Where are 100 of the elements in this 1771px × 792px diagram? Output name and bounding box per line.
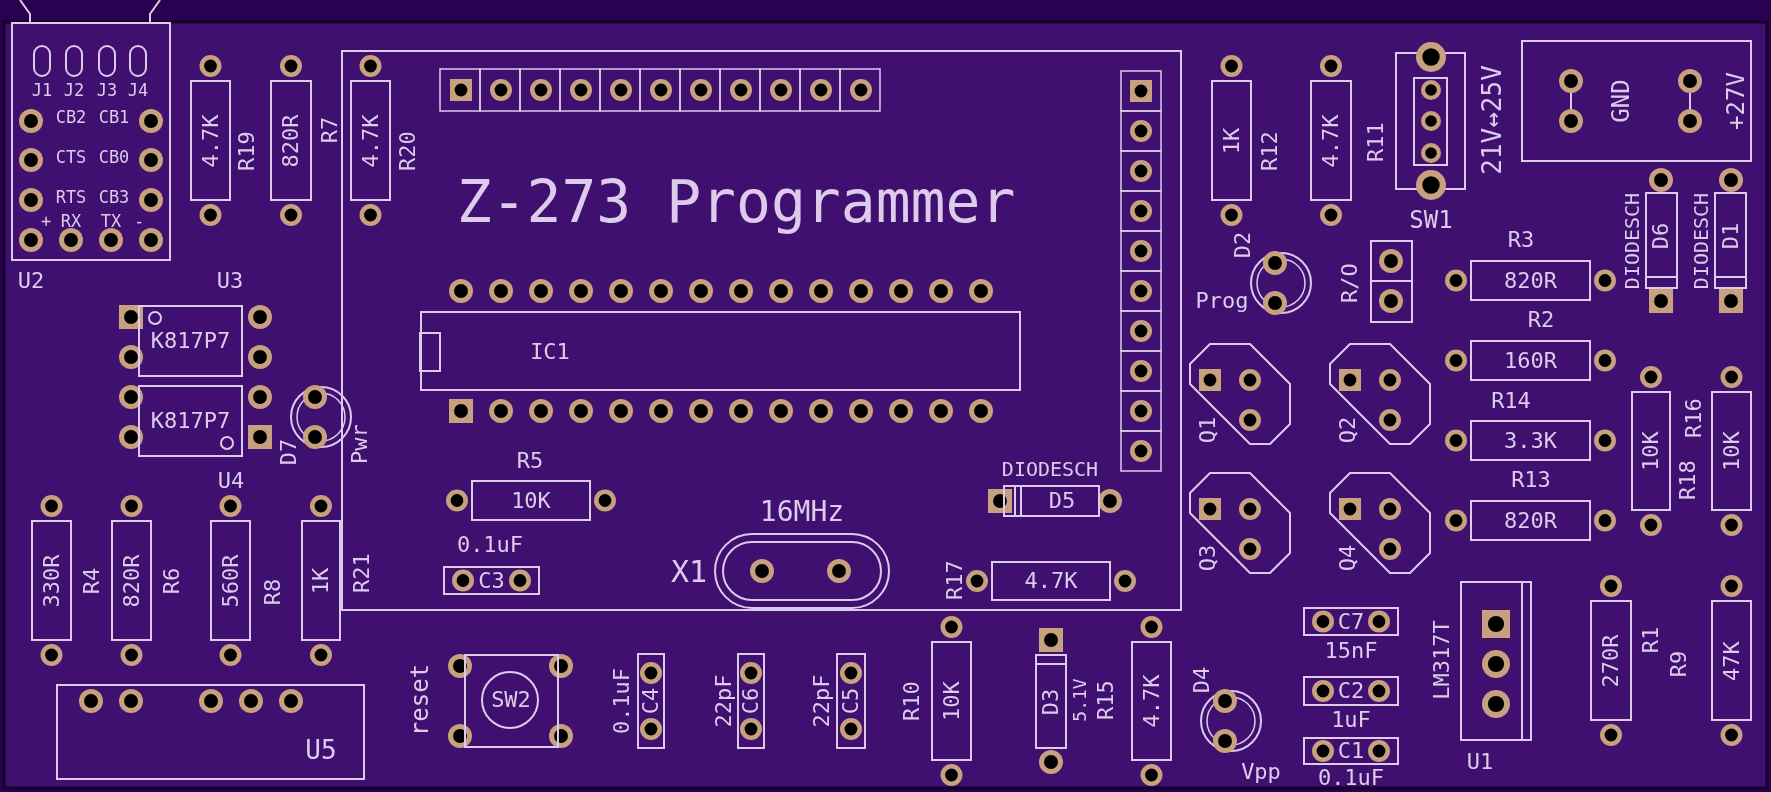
part-text: C4 <box>640 687 662 715</box>
board-outline <box>341 50 1182 611</box>
resistor-outline <box>1211 80 1252 201</box>
part-text: C3 <box>478 569 505 592</box>
part-text: TX <box>100 212 122 230</box>
designator-label: 0.1uF <box>456 534 524 556</box>
silkscreen-label: D7 <box>278 438 300 466</box>
part-text: C2 <box>1337 680 1365 702</box>
part-text: 820R <box>1504 509 1557 532</box>
designator-label: U1 <box>1466 751 1494 773</box>
silkscreen-label: 21V↔25V <box>1479 65 1505 175</box>
silkscreen-label: Vpp <box>1241 761 1281 783</box>
part-text: 3.3K <box>1504 429 1557 452</box>
part-text: D5 <box>1048 490 1076 512</box>
part-text: 4.7K <box>1140 674 1163 728</box>
silkscreen-label: Pwr <box>349 424 371 464</box>
part-text: C5 <box>840 687 862 715</box>
designator-label: R1 <box>1640 626 1662 654</box>
part-text: 10K <box>940 681 963 721</box>
designator-label: R11 <box>1365 122 1387 162</box>
regulator-outline <box>1460 581 1532 741</box>
silkscreen-label: Q4 <box>1337 544 1359 572</box>
designator-label: R6 <box>161 567 183 595</box>
designator-label: R2 <box>1527 309 1555 331</box>
resistor-outline <box>301 520 341 641</box>
resistor-outline <box>1470 260 1591 301</box>
switch-outline <box>464 654 559 748</box>
resistor-outline <box>1590 600 1632 721</box>
designator-label: U4 <box>217 470 245 492</box>
part-text: +27V <box>1724 72 1748 130</box>
part-text: GND <box>1609 79 1633 123</box>
silkscreen-label: 16MHz <box>759 498 845 526</box>
resistor-outline <box>991 561 1111 601</box>
designator-label: U3 <box>216 270 244 292</box>
part-text: 10K <box>1640 431 1662 471</box>
capacitor-outline <box>737 653 765 749</box>
designator-label: 1uF <box>1331 709 1371 731</box>
resistor-outline <box>31 520 72 641</box>
part-text: U5 <box>305 737 337 763</box>
part-text: 4.7K <box>199 114 222 167</box>
designator-label: reset <box>408 663 432 737</box>
resistor-outline <box>350 80 391 201</box>
part-text: + <box>40 212 52 230</box>
part-text: D6 <box>1650 222 1672 250</box>
part-text: CB3 <box>98 188 130 206</box>
designator-label: R10 <box>901 681 923 721</box>
designator-label: R4 <box>81 567 103 595</box>
designator-label: R9 <box>1668 650 1690 678</box>
diode-outline <box>1645 192 1678 289</box>
part-text: K817P7 <box>150 410 231 432</box>
part-text: 270R <box>1600 634 1622 687</box>
resistor-outline <box>1310 80 1352 201</box>
part-text: CB2 <box>55 108 87 126</box>
connector-outline <box>11 22 171 261</box>
diode-outline <box>1714 192 1747 289</box>
resistor-outline <box>1470 420 1591 461</box>
part-text: - <box>133 212 145 230</box>
part-text: 4.7K <box>359 114 382 167</box>
designator-label: R16 <box>1683 398 1705 438</box>
capacitor-outline <box>443 566 540 595</box>
designator-label: 22pF <box>811 674 833 728</box>
designator-label: 0.1uF <box>611 667 633 735</box>
part-text: 560R <box>219 554 242 607</box>
part-text: RTS <box>55 188 87 206</box>
capacitor-outline <box>1303 676 1399 706</box>
part-text: IC1 <box>530 341 570 363</box>
designator-label: 5.1V <box>1071 678 1089 722</box>
silkscreen-label: Q3 <box>1197 544 1219 572</box>
silkscreen-label: Prog <box>1195 290 1249 312</box>
designator-label: R3 <box>1507 229 1535 251</box>
designator-label: R8 <box>262 578 284 606</box>
resistor-outline <box>931 641 972 761</box>
diode-outline <box>1003 485 1100 517</box>
silkscreen-label: D4 <box>1191 666 1213 694</box>
designator-label: R7 <box>319 116 341 144</box>
resistor-outline <box>270 80 312 201</box>
designator-label: R19 <box>236 131 258 171</box>
part-text: C6 <box>740 687 762 715</box>
part-text: 1K <box>310 567 332 594</box>
designator-label: R14 <box>1491 390 1531 412</box>
designator-label: R18 <box>1677 460 1699 500</box>
module-outline <box>56 684 365 780</box>
resistor-outline <box>190 80 231 201</box>
part-text: RX <box>60 212 82 230</box>
part-text: J2 <box>63 81 85 99</box>
part-text: CB1 <box>98 108 130 126</box>
designator-label: R15 <box>1095 680 1117 720</box>
resistor-outline <box>1131 641 1172 761</box>
resistor-outline <box>1711 600 1752 721</box>
designator-label: DIODESCH <box>1691 192 1711 290</box>
part-text: D1 <box>1720 222 1742 250</box>
designator-label: R13 <box>1511 469 1551 491</box>
part-text: J1 <box>31 81 53 99</box>
capacitor-outline <box>637 653 665 749</box>
part-text: 10K <box>511 489 551 512</box>
part-text: 330R <box>40 554 63 607</box>
silkscreen-label: R/O <box>1339 263 1361 303</box>
part-text: D3 <box>1040 688 1062 715</box>
chip-outline <box>420 311 1021 391</box>
part-text: 47K <box>1720 640 1743 681</box>
